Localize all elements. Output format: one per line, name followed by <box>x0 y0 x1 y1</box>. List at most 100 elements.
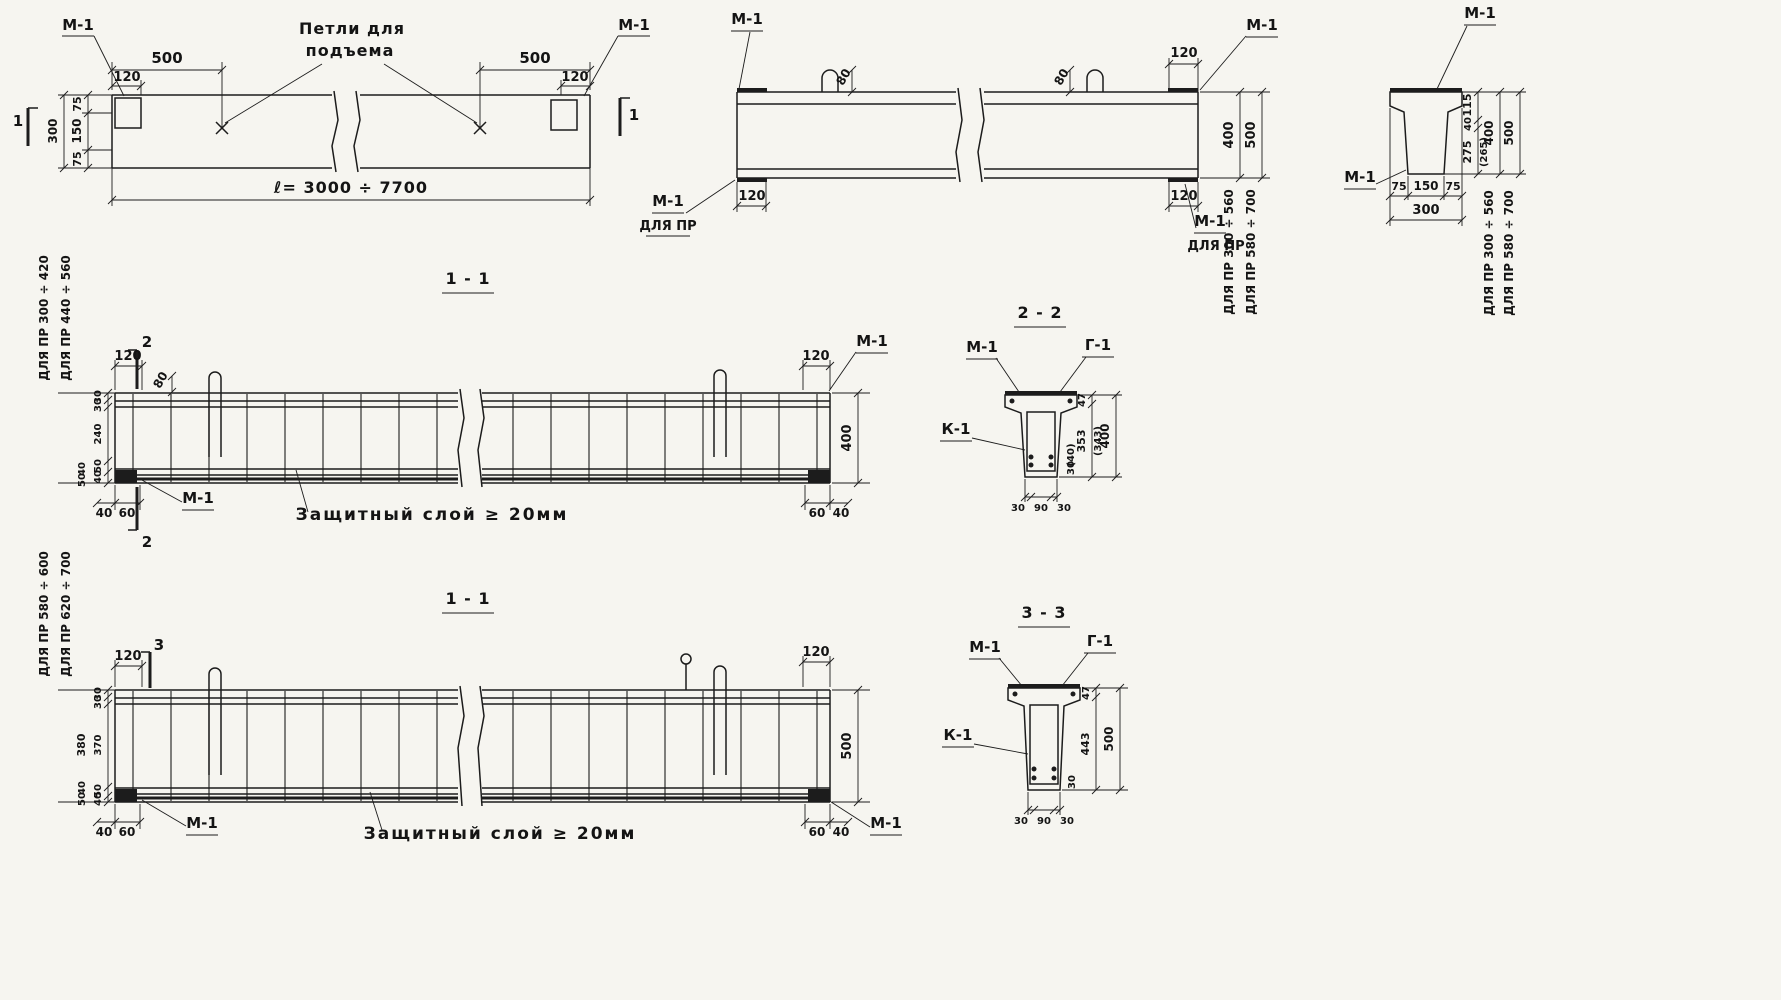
section-2-2: 2 - 2 М-1 Г-1 К-1 47 353 (343) 400 30 (4… <box>940 303 1122 514</box>
range-label: ДЛЯ ПР 580 ÷ 700 <box>1502 190 1516 316</box>
dim-120: 120 <box>802 645 829 660</box>
embed-plate <box>1008 684 1080 688</box>
rebar-dot <box>1048 454 1054 460</box>
dim-chain: 30 <box>93 398 104 412</box>
dim-80: 80 <box>150 369 170 390</box>
rebar-dot <box>1051 766 1057 772</box>
range-label: ДЛЯ ПР 300 ÷ 560 <box>1482 190 1496 316</box>
dim-300: 300 <box>46 118 60 143</box>
dim-120: 120 <box>113 70 140 85</box>
m1-label: М-1 <box>618 16 650 34</box>
dim-chain: 40 <box>77 462 88 476</box>
dim-75: 75 <box>1445 180 1460 193</box>
m1-label: М-1 <box>856 332 888 350</box>
section-title: 2 - 2 <box>1017 303 1062 322</box>
embed-plate <box>737 88 767 92</box>
dim-40: 40 <box>96 825 113 839</box>
dim-30: 30 <box>1014 816 1028 827</box>
rebar-dot <box>1012 691 1018 697</box>
dim-chain: 40 <box>93 792 104 806</box>
m1-label: М-1 <box>966 338 998 356</box>
m1-label: М-1 <box>731 10 763 28</box>
dimensions <box>58 612 902 836</box>
plan-dimensions <box>58 35 650 206</box>
dim-75: 75 <box>71 151 84 166</box>
section-profile: М-1 М-1 75 150 75 300 115 40 275 (265) 4… <box>1344 4 1526 316</box>
break-line <box>955 87 963 183</box>
dim-40: 40 <box>833 506 850 520</box>
dim-120: 120 <box>1170 189 1197 204</box>
dim-40-alt: (40) <box>1066 443 1077 466</box>
dim-chain: 50 <box>77 473 88 487</box>
for-pr-label: ДЛЯ ПР <box>1187 239 1244 254</box>
rebar-dot <box>1070 691 1076 697</box>
embed-plate <box>1390 88 1462 92</box>
dim-500: 500 <box>840 732 855 759</box>
lifting-loop <box>208 371 222 393</box>
dim-chain: 50 <box>77 792 88 806</box>
dimensions <box>942 626 1128 815</box>
dim-500: 500 <box>151 49 182 67</box>
range-label: ДЛЯ ПР 440 ÷ 560 <box>59 255 73 381</box>
dim-60: 60 <box>119 506 136 520</box>
dim-120: 120 <box>1170 46 1197 61</box>
range-label: ДЛЯ ПР 300 ÷ 560 <box>1222 189 1236 315</box>
dim-90: 90 <box>1037 816 1051 827</box>
m1-label: М-1 <box>62 16 94 34</box>
dim-40: 40 <box>833 825 850 839</box>
dim-40: 40 <box>1463 117 1474 131</box>
dim-chain: 50 <box>93 784 104 798</box>
embed-plate-right <box>550 99 578 131</box>
m1-label: М-1 <box>652 192 684 210</box>
rebar-dot <box>1028 462 1034 468</box>
embed-plate <box>1005 391 1077 395</box>
loop-position-x-marks <box>215 121 487 135</box>
lifting-loop <box>821 69 839 92</box>
embed-plate <box>1168 178 1198 182</box>
dimensions <box>940 326 1122 502</box>
dim-60: 60 <box>809 506 826 520</box>
lifting-loops-title: подъема <box>306 41 395 60</box>
m1-label: М-1 <box>1194 212 1226 230</box>
dim-500: 500 <box>1102 726 1116 751</box>
lifting-loop <box>713 369 727 393</box>
range-label: ДЛЯ ПР 580 ÷ 700 <box>1244 189 1258 315</box>
dim-265-alt: (265) <box>1479 137 1490 167</box>
section-outline <box>1004 391 1078 478</box>
section-1-1-h500: 1 - 1 3 120 120 500 40 60 60 40 М-1 М-1 … <box>37 551 902 844</box>
break-line <box>457 388 465 488</box>
dim-120: 120 <box>114 349 141 364</box>
range-label: ДЛЯ ПР 620 ÷ 700 <box>59 551 73 677</box>
stirrups <box>132 691 818 801</box>
break-line <box>977 87 985 183</box>
dim-47: 47 <box>1077 393 1088 407</box>
embed-plate <box>1168 88 1198 92</box>
dimensions <box>58 292 888 513</box>
dim-120: 120 <box>114 649 141 664</box>
beam-outline <box>114 349 831 531</box>
rebar-dot <box>1031 775 1037 781</box>
break-line <box>477 388 485 488</box>
rebar-dot <box>1028 454 1034 460</box>
cover-note: Защитный слой ≥ 20мм <box>364 824 637 844</box>
dim-30: 30 <box>1066 461 1077 475</box>
dim-60: 60 <box>809 825 826 839</box>
cut-mark-1: 1 <box>13 112 23 130</box>
dim-150: 150 <box>1413 179 1438 193</box>
g1-label: Г-1 <box>1085 336 1111 354</box>
cut-mark-2: 2 <box>142 333 152 351</box>
profile-outline <box>1389 88 1463 175</box>
dim-275: 275 <box>1461 141 1474 164</box>
dim-120: 120 <box>738 189 765 204</box>
m1-label: М-1 <box>969 638 1001 656</box>
dim-500: 500 <box>519 49 550 67</box>
dim-353: 353 <box>1075 430 1088 453</box>
dim-300: 300 <box>1412 203 1439 218</box>
dim-chain: 30 <box>93 687 104 701</box>
embed-plate-left <box>114 97 142 129</box>
section-outline <box>1007 684 1081 791</box>
lifting-loops-title: Петли для <box>299 19 405 38</box>
profile-dimensions <box>1344 24 1526 226</box>
for-pr-label: ДЛЯ ПР <box>639 219 696 234</box>
